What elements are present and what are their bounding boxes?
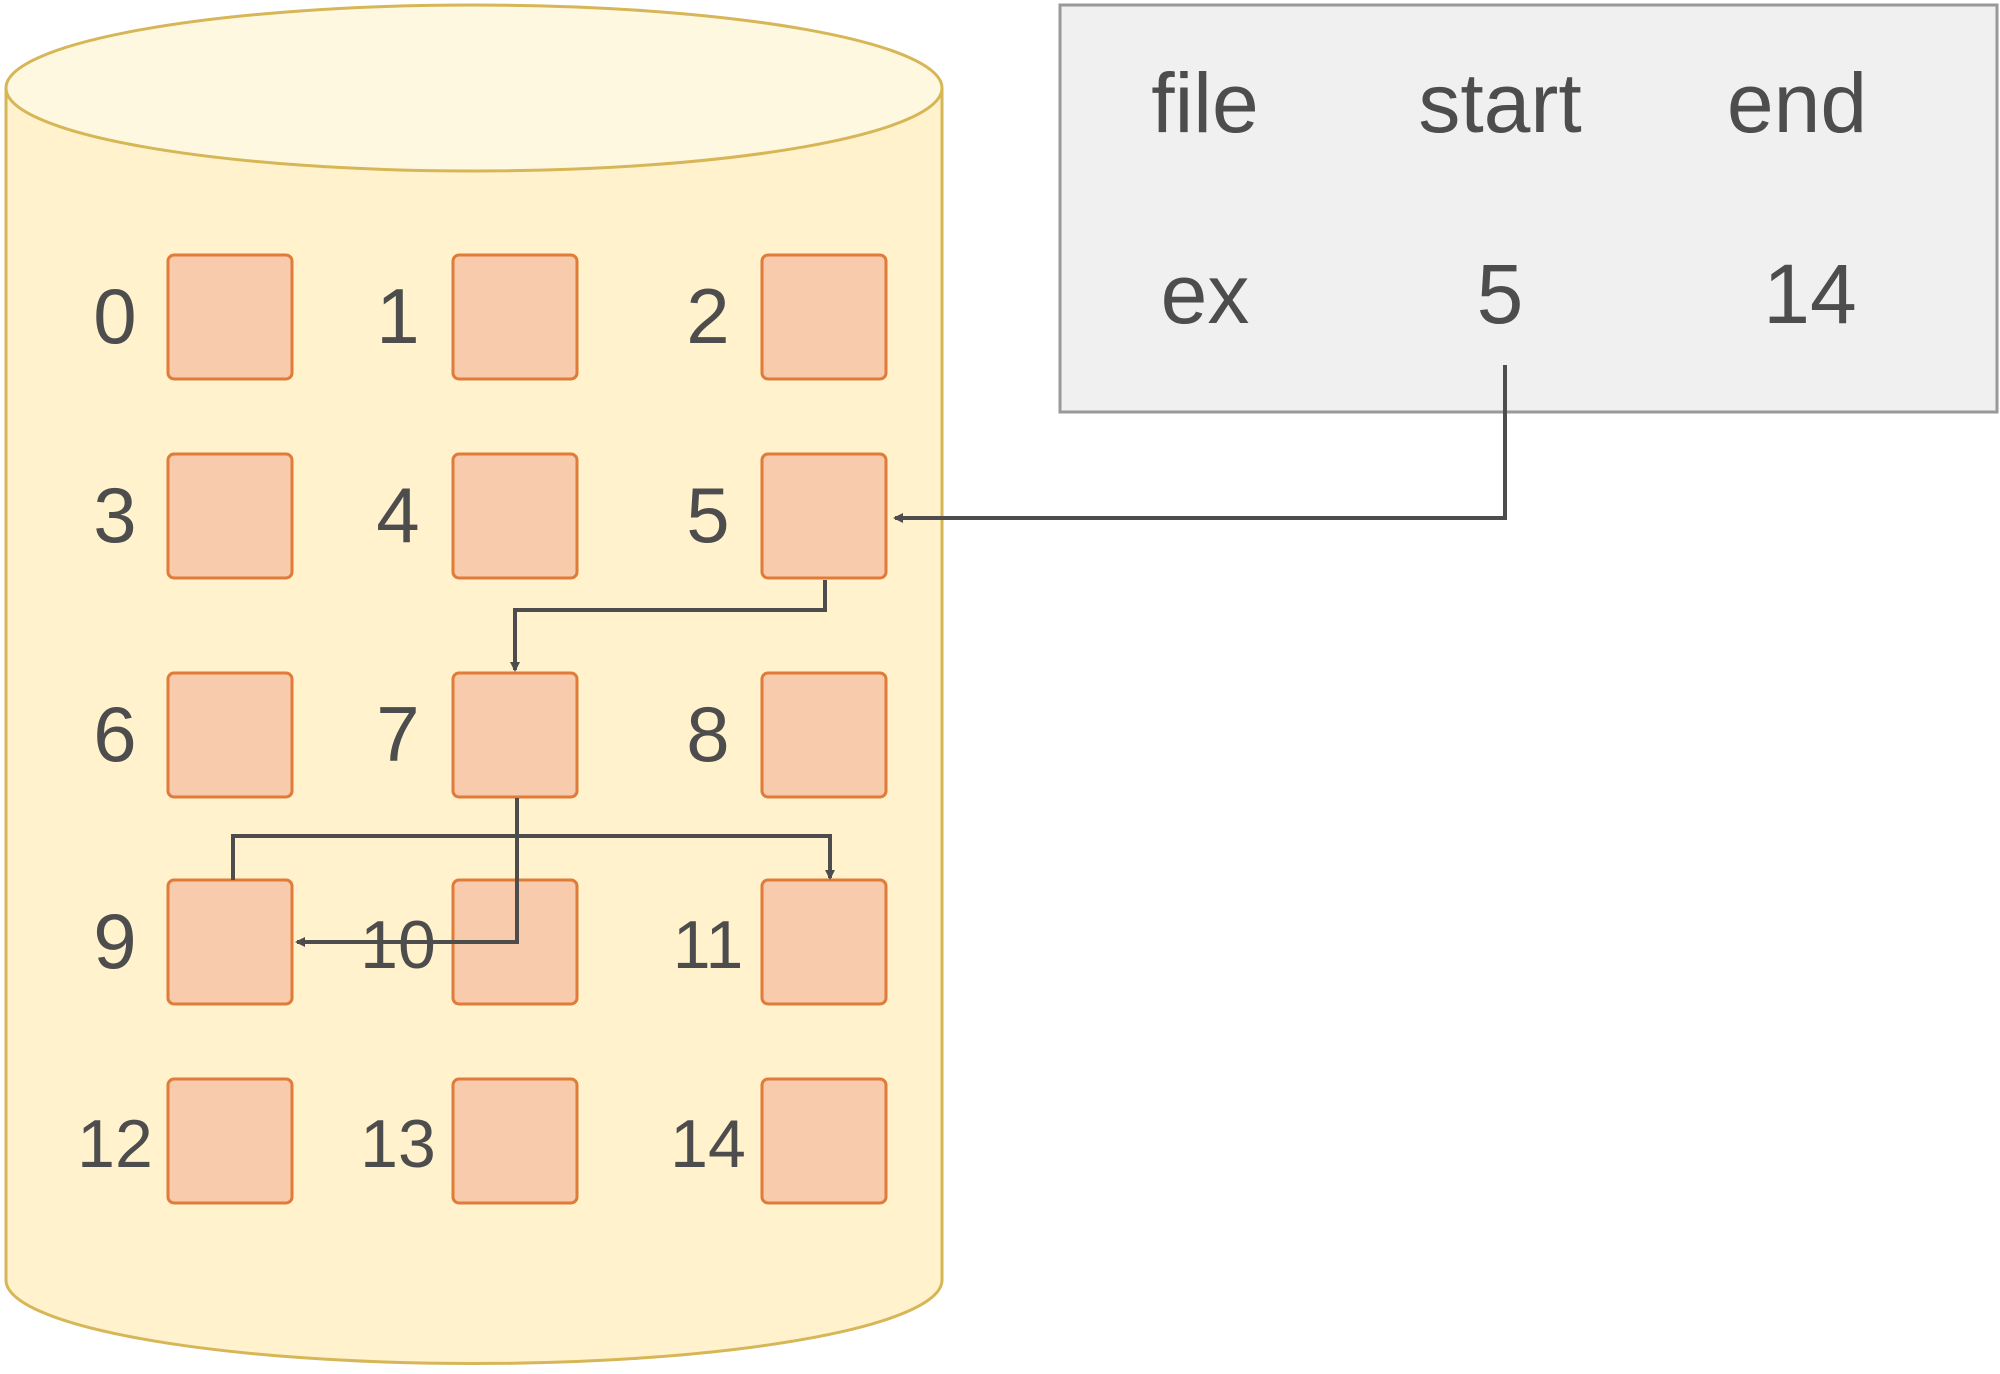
disk-block-label-9: 9 [93,897,136,985]
file-allocation-table: file start end ex 5 14 [1058,3,1999,414]
arrow-block-7-to-block-9 [295,798,519,947]
disk-block-label-3: 3 [93,471,136,559]
disk-block-0 [166,253,294,381]
disk-block-7 [451,671,579,799]
block-links [231,365,1507,947]
disk-block-label-0: 0 [93,272,136,360]
table-header-start: start [1418,56,1581,150]
disk-block-label-7: 7 [376,690,419,778]
cylinder-top [4,3,944,173]
disk-block-label-8: 8 [686,690,729,778]
disk-block-5 [760,452,888,580]
disk-block-1 [451,253,579,381]
table-header-file: file [1151,56,1258,150]
disk-block-label-12: 12 [77,1106,153,1182]
disk-block-8 [760,671,888,799]
disk-block-label-10: 10 [360,907,436,983]
table-header-end: end [1727,56,1867,150]
disk-block-label-5: 5 [686,471,729,559]
arrow-start-to-block-5 [893,365,1507,523]
disk-block-2 [760,253,888,381]
disk-block-3 [166,452,294,580]
disk-block-label-1: 1 [376,272,419,360]
arrow-block-9-to-block-11 [231,834,835,880]
disk-block-9 [166,878,294,1006]
disk-block-14 [760,1077,888,1205]
disk-block-label-13: 13 [360,1106,436,1182]
disk-block-label-11: 11 [673,907,744,983]
disk-block-12 [166,1077,294,1205]
disk-block-6 [166,671,294,799]
disk-block-13 [451,1077,579,1205]
table-cell-file: ex [1161,247,1250,341]
disk-block-11 [760,878,888,1006]
table-box [1058,3,1999,414]
disk-block-label-2: 2 [686,272,729,360]
table-cell-end: 14 [1763,247,1856,341]
disk-block-label-6: 6 [93,690,136,778]
table-cell-start: 5 [1477,247,1524,341]
disk-block-label-4: 4 [376,471,419,559]
disk-block-4 [451,452,579,580]
disk-block-label-14: 14 [670,1106,746,1182]
arrow-block-5-to-block-7 [510,580,827,672]
